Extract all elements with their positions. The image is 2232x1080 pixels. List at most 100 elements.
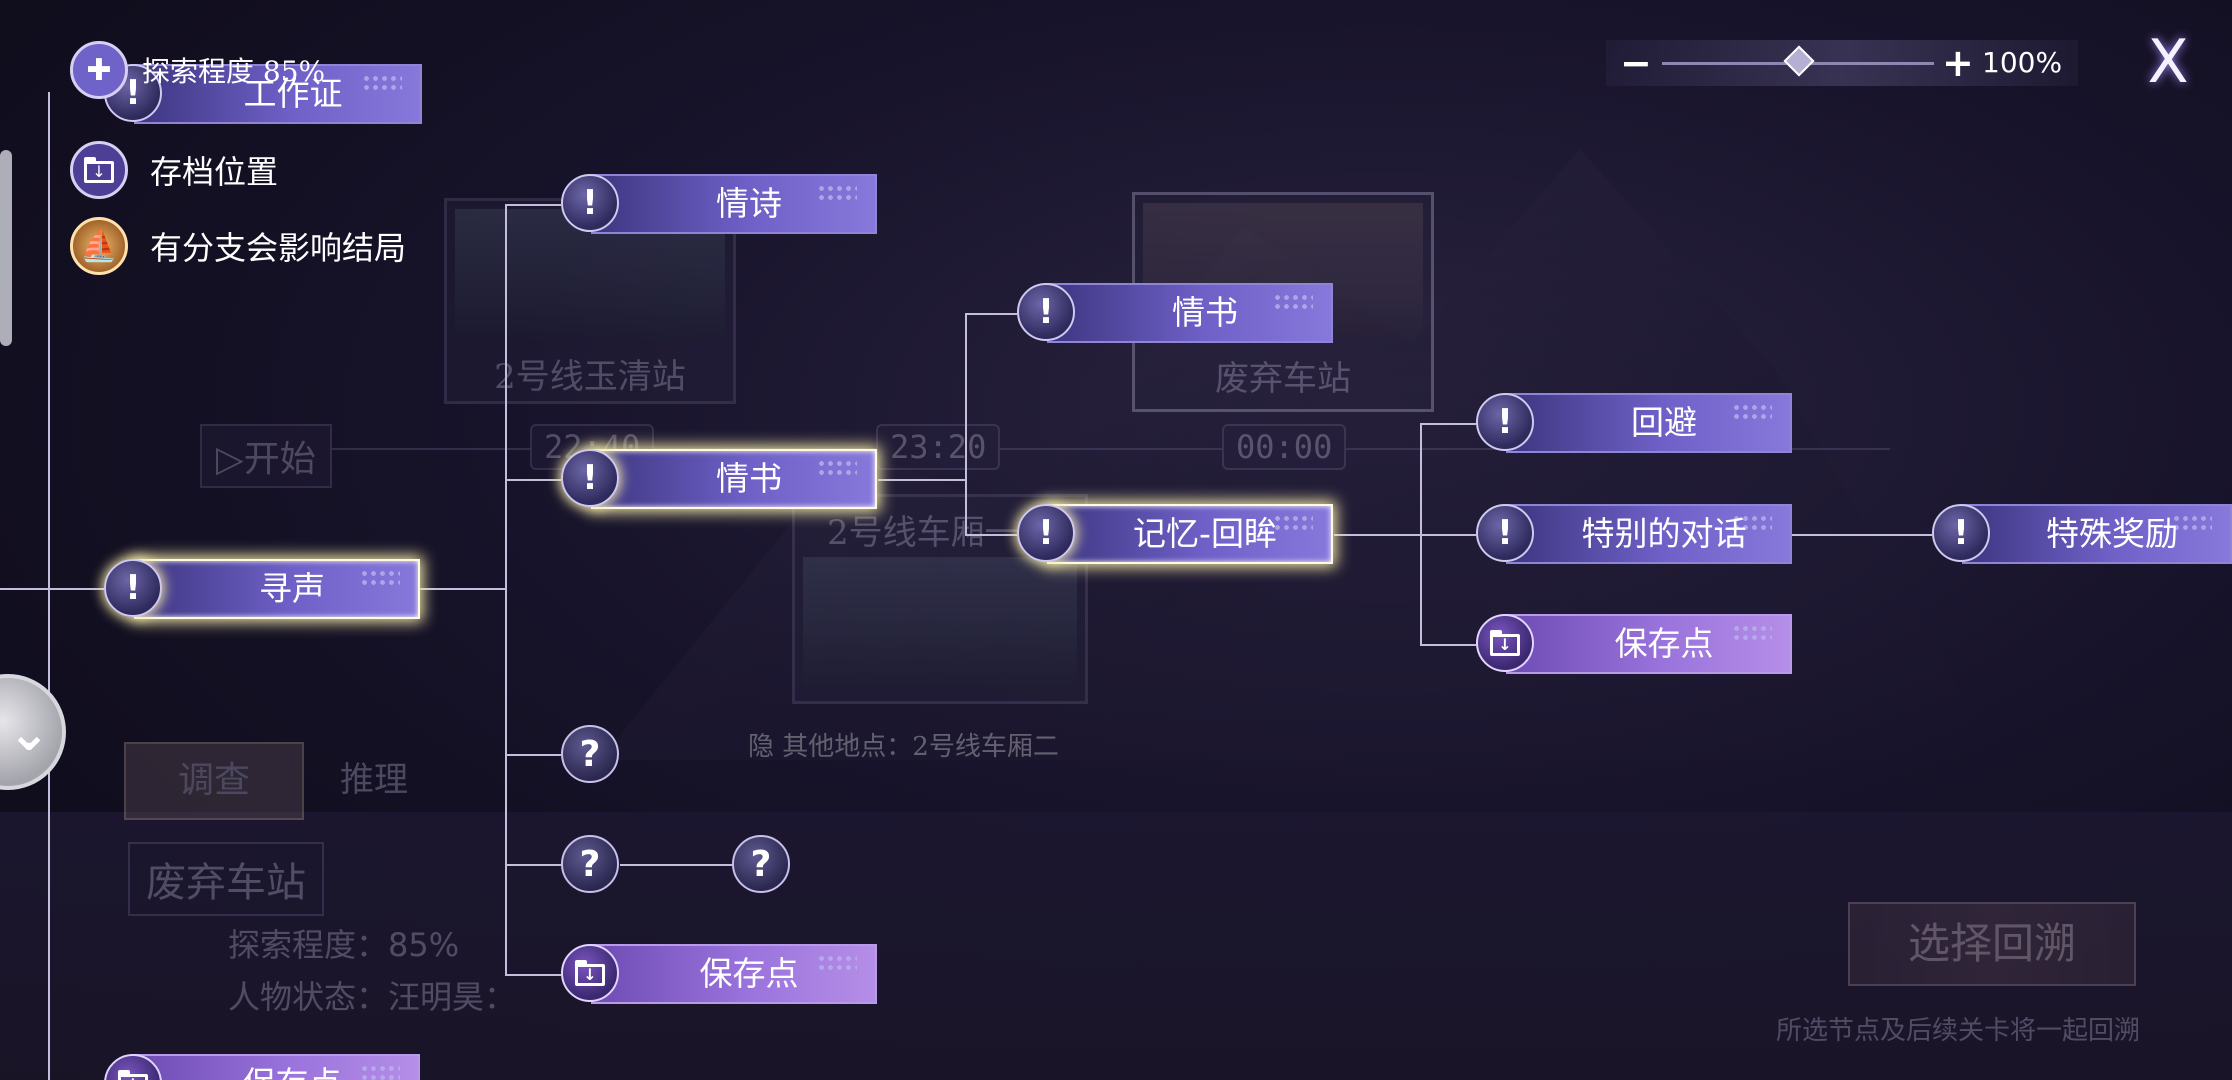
zoom-out-button[interactable]: − xyxy=(1620,41,1652,85)
node-label: 回避 xyxy=(1631,403,1697,442)
node-label: 保存点 xyxy=(164,1054,420,1080)
node-work-id[interactable]: ! 工作证 xyxy=(104,64,422,124)
timeline-start-button: ▷开始 xyxy=(200,424,332,488)
time-tag: 23:20 xyxy=(876,424,1001,470)
scene-title: 2号线车厢一 xyxy=(827,513,1019,553)
node-bar xyxy=(1047,283,1333,343)
node-save-point[interactable]: 保存点 xyxy=(561,944,877,1004)
exclamation-icon: ! xyxy=(1476,504,1534,562)
node-bar xyxy=(1047,504,1333,564)
node-label: 工作证 xyxy=(243,74,343,113)
legend-save-location: 存档位置 xyxy=(70,140,278,200)
scrollbar-handle[interactable] xyxy=(0,150,12,346)
tree-connector xyxy=(1420,644,1476,646)
time-tag: 00:00 xyxy=(1222,424,1347,470)
scene-title: 2号线玉清站 xyxy=(494,357,686,397)
node-label: 情书 xyxy=(716,459,782,498)
tree-connector xyxy=(1420,423,1476,425)
tab-investigate: 调查 xyxy=(124,742,304,820)
scene-photo xyxy=(803,557,1077,689)
node-memory[interactable]: ! 记忆-回眸 xyxy=(1017,504,1333,564)
legend-branch: ⛵ 有分支会影响结局 xyxy=(70,216,406,276)
zoom-slider-thumb[interactable] xyxy=(1783,45,1815,77)
node-special-reward[interactable]: ! 特殊奖励 xyxy=(1932,504,2232,564)
node-bar xyxy=(1506,504,1792,564)
chevron-down-icon: ⌄ xyxy=(8,704,50,762)
collapse-button[interactable]: ⌄ xyxy=(0,674,66,790)
node-label: 保存点 xyxy=(699,954,799,993)
legend-label: 探索程度 85% xyxy=(142,55,326,88)
save-folder-icon xyxy=(1476,614,1534,672)
node-bar xyxy=(1506,614,1792,674)
zoom-level: 100% xyxy=(1982,46,2063,79)
timeline-line xyxy=(200,448,1890,450)
node-label: 保存点 xyxy=(1614,624,1714,663)
tree-root-line xyxy=(48,92,50,1080)
tree-connector xyxy=(878,479,966,481)
node-bar xyxy=(134,64,422,124)
node-bar xyxy=(591,449,877,509)
exclamation-icon: ! xyxy=(561,449,619,507)
tree-connector xyxy=(1420,534,1476,536)
node-save-point[interactable]: 保存点 xyxy=(104,1054,420,1080)
node-label: 特殊奖励 xyxy=(2046,514,2178,553)
question-icon[interactable]: ? xyxy=(561,835,619,893)
node-label: 情书 xyxy=(1172,293,1238,332)
character-stat: 人物状态：汪明昊： xyxy=(228,978,517,1016)
node-bar xyxy=(1962,504,2232,564)
legend-label: 有分支会影响结局 xyxy=(150,229,407,267)
tree-connector xyxy=(505,974,561,976)
tree-connector xyxy=(0,588,104,590)
tree-connector xyxy=(505,479,561,481)
tree-connector xyxy=(505,204,561,206)
question-icon[interactable]: ? xyxy=(561,725,619,783)
tab-reasoning: 推理 xyxy=(340,760,408,800)
tree-connector xyxy=(505,754,561,756)
exclamation-icon: ! xyxy=(104,559,162,617)
node-bar xyxy=(134,1054,420,1080)
node-bar xyxy=(591,944,877,1004)
exclamation-icon: ! xyxy=(1932,504,1990,562)
node-avoid[interactable]: ! 回避 xyxy=(1476,393,1792,453)
question-icon[interactable]: ? xyxy=(732,835,790,893)
exclamation-icon: ! xyxy=(1017,504,1075,562)
node-label: 寻声 xyxy=(259,569,325,608)
select-retrospect-button: 选择回溯 xyxy=(1848,902,2136,986)
tree-connector xyxy=(1792,534,1932,536)
legend-exploration: ✚ 探索程度 85% xyxy=(70,40,325,100)
node-love-poem[interactable]: ! 情诗 xyxy=(561,174,877,234)
tree-connector xyxy=(505,864,561,866)
tree-connector xyxy=(965,313,1017,315)
tree-connector xyxy=(965,313,967,535)
scene-card: 2号线车厢一 xyxy=(792,494,1088,704)
puzzle-icon: ✚ xyxy=(70,41,128,99)
zoom-in-button[interactable]: + xyxy=(1942,41,1974,85)
zoom-control: − + 100% xyxy=(1606,40,2078,86)
node-xunsheng[interactable]: ! 寻声 xyxy=(104,559,420,619)
node-bar xyxy=(1506,393,1792,453)
tree-connector xyxy=(505,204,507,976)
save-folder-icon xyxy=(561,944,619,1002)
node-love-letter[interactable]: ! 情书 xyxy=(561,449,877,509)
node-love-letter-2[interactable]: ! 情书 xyxy=(1017,283,1333,343)
lower-info-panel xyxy=(0,812,2232,1080)
tree-connector xyxy=(620,864,732,866)
exclamation-icon: ! xyxy=(1017,283,1075,341)
node-special-talk[interactable]: ! 特别的对话 xyxy=(1476,504,1792,564)
tree-connector xyxy=(965,534,1017,536)
branch-ship-icon: ⛵ xyxy=(70,217,128,275)
node-save-point[interactable]: 保存点 xyxy=(1476,614,1792,674)
location-title: 废弃车站 xyxy=(128,842,324,916)
other-location-label: 隐 其他地点：2号线车厢二 xyxy=(748,732,1059,762)
node-label: 情诗 xyxy=(716,184,782,223)
explore-stat: 探索程度：85% xyxy=(228,926,460,964)
close-button[interactable]: X xyxy=(2147,27,2189,97)
node-label: 特别的对话 xyxy=(1581,514,1747,553)
exclamation-icon: ! xyxy=(561,174,619,232)
save-folder-icon xyxy=(70,141,128,199)
legend-label: 存档位置 xyxy=(150,153,279,191)
select-hint: 所选节点及后续关卡将一起回溯 xyxy=(1776,1016,2141,1046)
exclamation-icon: ! xyxy=(1476,393,1534,451)
tree-connector xyxy=(1334,534,1421,536)
